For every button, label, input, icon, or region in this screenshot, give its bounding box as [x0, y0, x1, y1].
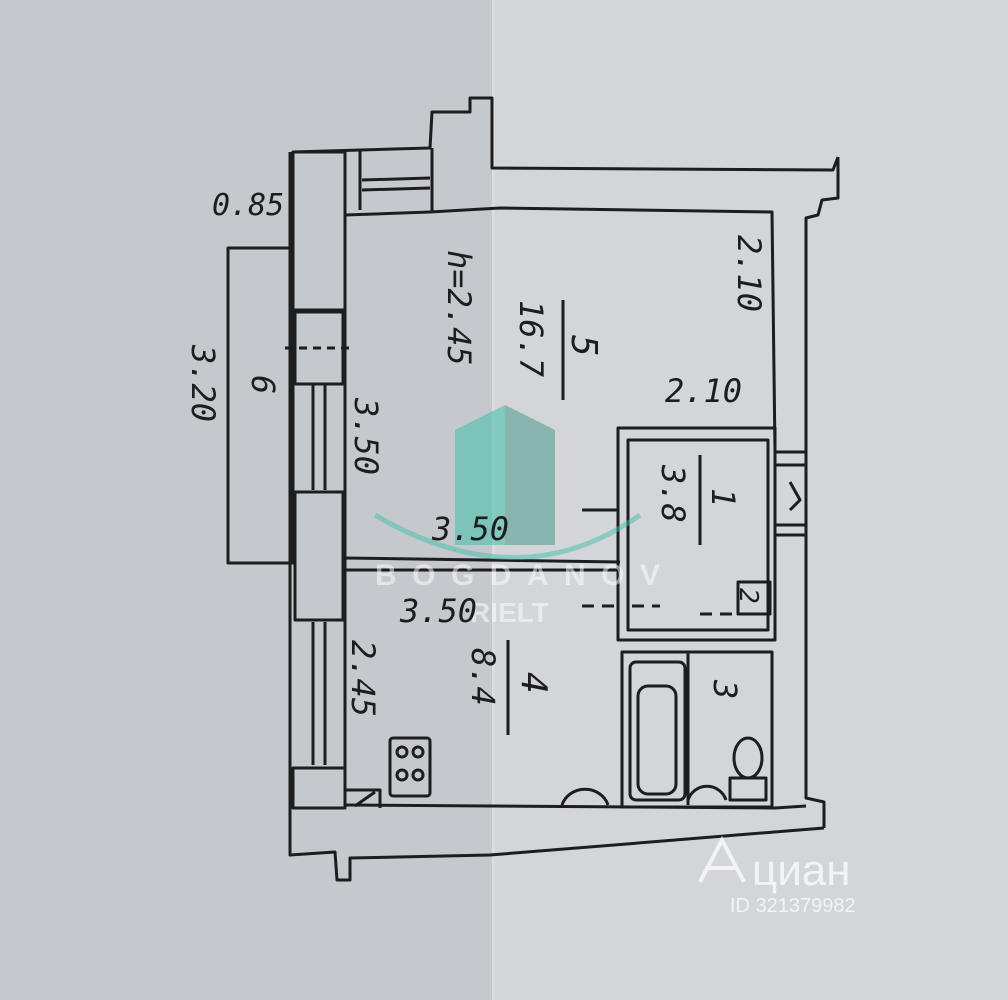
- portal-brand-name: циан: [752, 846, 851, 895]
- washbasin-kitchen: [560, 787, 610, 806]
- stove-burner-2: [411, 745, 425, 759]
- room-6-number: 6: [244, 375, 282, 394]
- toilet-tank: [728, 776, 768, 802]
- toilet-room-1-inner: [626, 438, 770, 632]
- bathtub: [628, 660, 687, 802]
- outer-wall-bottom: [288, 152, 825, 882]
- washbasin-bath: [686, 784, 728, 801]
- dim-kitchen-top: 3.50: [399, 592, 477, 630]
- logo-building-right: [505, 405, 555, 545]
- partition-room5-kitchen: [344, 556, 621, 564]
- logo-swoosh: [373, 512, 642, 560]
- room-2-number: 2: [733, 588, 763, 604]
- entry-door: [775, 463, 806, 527]
- balcony-outline: [226, 246, 295, 565]
- dim-room5-left: 3.50: [347, 397, 385, 475]
- room-5-number: 5: [563, 335, 604, 357]
- bathroom-3-outline: [620, 650, 774, 809]
- inner-wall-bottom: [344, 803, 807, 810]
- dim-balcony-top: 0.85: [212, 188, 284, 223]
- stove-burner-4: [411, 768, 425, 782]
- stove-burner-1: [395, 745, 409, 759]
- stove: [388, 736, 432, 798]
- door-mark-room1: [582, 604, 735, 616]
- storage-2: [736, 580, 772, 616]
- room-1-number: 1: [704, 488, 742, 507]
- outer-wall-top: [292, 96, 840, 172]
- dim-room5-right: 2.10: [730, 235, 768, 312]
- west-wall-segment-4: [291, 766, 347, 810]
- dim-room5-inner: 2.10: [665, 372, 742, 410]
- toilet-bowl: [732, 736, 764, 780]
- agency-name-line2: RIELT: [470, 597, 549, 628]
- dim-room5-bottom: 3.50: [431, 510, 509, 548]
- west-wall-segment-1: [291, 150, 347, 312]
- portal-watermark: циан ID 321379982: [698, 835, 856, 917]
- bathtub-inner: [636, 684, 678, 796]
- listing-id: ID 321379982: [730, 895, 856, 917]
- agency-name-line1: BOGDANOV: [375, 559, 660, 592]
- room-3-number: 3: [706, 679, 744, 699]
- portal-logo-mark: [698, 835, 746, 883]
- paper-left-half: [0, 0, 494, 1000]
- north-window: [358, 148, 434, 212]
- room-1-area: 3.8: [654, 464, 692, 523]
- room-5-area: 16.7: [512, 300, 550, 377]
- west-wall-segment-3: [293, 490, 345, 622]
- room-4-number: 4: [513, 672, 554, 694]
- outer-wall-right: [804, 157, 840, 828]
- dim-kitchen-left: 2.45: [344, 640, 382, 717]
- room-4-area: 8.4: [464, 648, 502, 706]
- stove-burner-3: [395, 768, 409, 782]
- inner-wall-top: [344, 206, 806, 454]
- logo-building-left: [455, 405, 505, 545]
- kitchen-corner-mark: [345, 788, 382, 808]
- dim-balcony-length: 3.20: [184, 344, 222, 422]
- ceiling-height: h=2.45: [440, 250, 478, 366]
- toilet-room-1: [616, 426, 777, 642]
